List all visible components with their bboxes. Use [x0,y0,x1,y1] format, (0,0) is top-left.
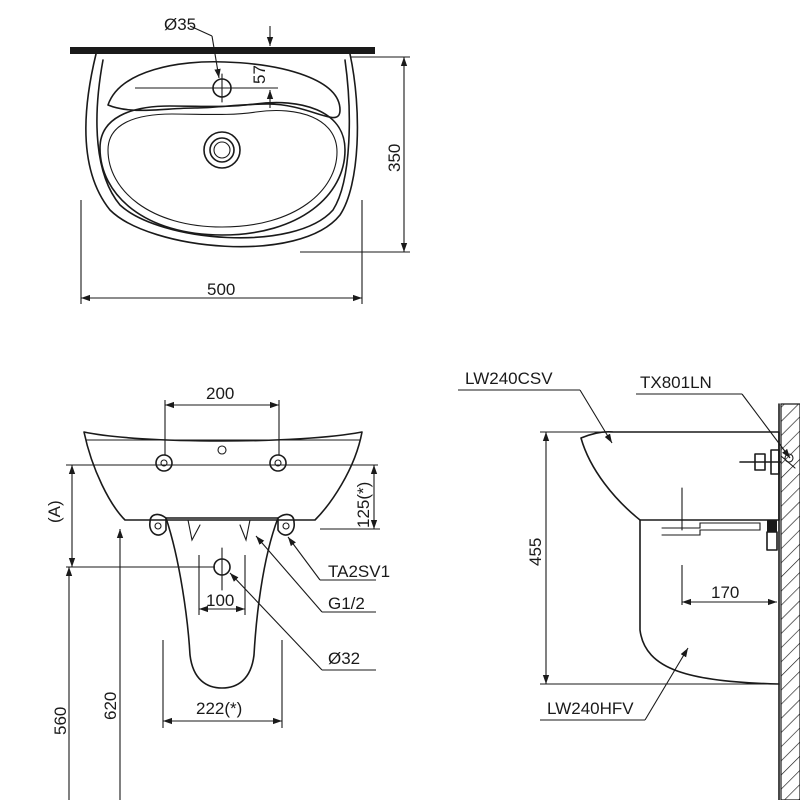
dim-hole-diameter: Ø35 [164,15,196,34]
wall-bolt [739,449,796,475]
basin-rim-inner [96,59,351,239]
bracket-right [277,513,295,536]
dim-height-455: 455 [526,538,545,566]
drain-hole [203,131,241,169]
front-fix-right [269,454,287,472]
dim-depth-170: 170 [711,583,739,602]
front-fix-left [155,454,173,472]
dim-offset-125: 125(*) [354,482,373,528]
dim-height-a: (A) [45,500,64,523]
dim-height-560: 560 [51,707,70,735]
dim-height-620: 620 [101,692,120,720]
pedestal-outline [165,517,279,689]
top-view: 57 Ø35 350 500 [70,15,410,304]
label-thread: G1/2 [328,594,365,613]
dim-tap-spacing: 200 [206,384,234,403]
dim-spacing-100: 100 [206,591,234,610]
basin-bowl-top [107,60,341,119]
label-bolt: TX801LN [640,373,712,392]
bracket-left [149,513,167,536]
label-valve: TA2SV1 [328,562,390,581]
side-view: 170 455 LW240CSV TX801LN LW240HFV [458,369,800,800]
side-pedestal [639,519,780,685]
label-basin: LW240CSV [465,369,553,388]
dim-pedestal-width: 222(*) [196,699,242,718]
side-valve [766,520,778,551]
front-basin-outline [83,431,363,521]
label-pedestal: LW240HFV [547,699,634,718]
dim-depth: 350 [385,144,404,172]
basin-outline-outer [85,53,359,248]
wall-slab [70,47,375,54]
basin-bowl-inner [107,109,338,228]
side-basin-outline [580,430,780,521]
front-tap-hole [217,445,227,455]
wall-section [780,403,800,800]
basin-bowl [99,101,346,236]
dim-width: 500 [207,280,235,299]
label-drain: Ø32 [328,649,360,668]
front-view: 200 (A) 125(*) 100 222(*) 560 620 TA2SV1… [45,384,390,800]
dim-hole-offset: 57 [250,65,269,84]
